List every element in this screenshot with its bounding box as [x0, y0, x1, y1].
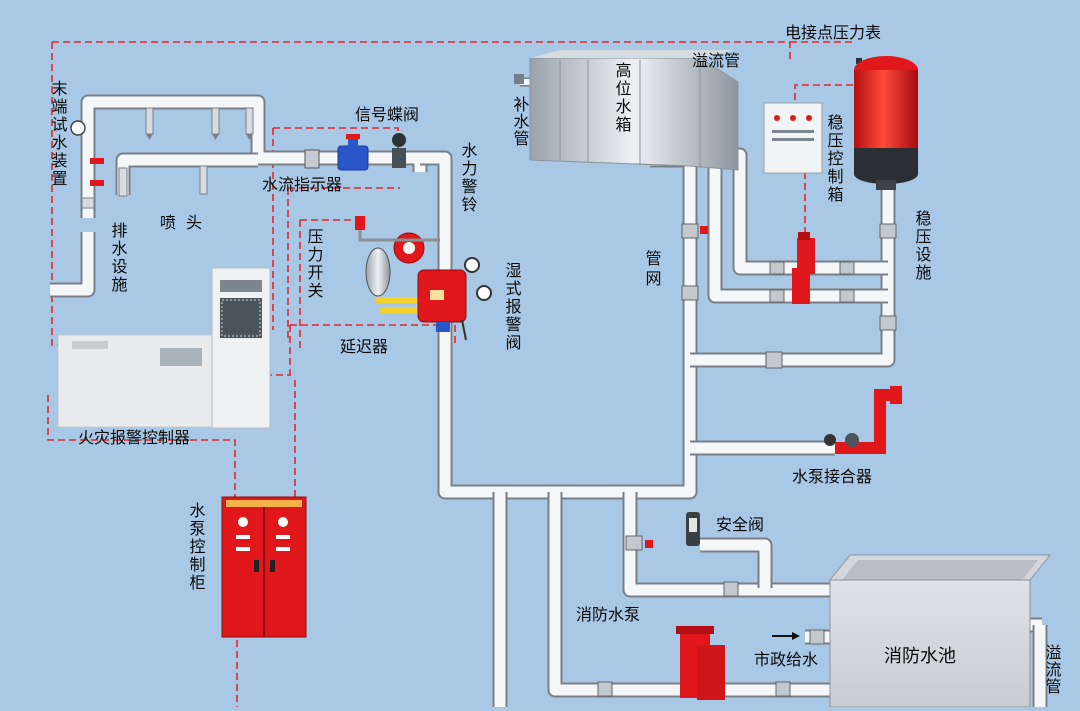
label-wet-alarm-valve: 湿式报警阀	[503, 262, 522, 352]
pressure-pumps	[792, 232, 815, 304]
label-pump-control-cabinet: 水泵控制柜	[187, 502, 206, 592]
label-drainage: 排水设施	[109, 222, 128, 294]
label-fire-alarm-controller: 火灾报警控制器	[78, 428, 190, 447]
label-pressure-control-box: 稳压控制箱	[825, 114, 844, 204]
safety-valve	[686, 512, 700, 546]
municipal-supply-arrow	[772, 632, 800, 640]
fire-pumps	[676, 626, 725, 700]
end-test-device	[70, 120, 104, 209]
label-signal-butterfly-valve: 信号蝶阀	[355, 105, 419, 124]
label-overflow-pipe-top: 溢流管	[692, 51, 740, 70]
label-end-test-device: 末端试水装置	[49, 80, 68, 188]
label-pressure-facility: 稳压设施	[913, 210, 932, 282]
label-pump-adapter: 水泵接合器	[792, 467, 872, 486]
valves	[597, 223, 897, 697]
pump-control-cabinet	[221, 496, 307, 638]
label-water-alarm-bell: 水力警铃	[459, 142, 478, 214]
text-labels: 末端试水装置 排水设施 喷头 水流指示器 信号蝶阀 水力警铃 压力开关 湿式报警…	[49, 23, 1062, 695]
label-pipe-network: 管网	[643, 250, 662, 290]
label-contact-pressure-gauge: 电接点压力表	[785, 23, 881, 42]
label-retard-chamber: 延迟器	[340, 337, 388, 356]
label-pressure-switch: 压力开关	[305, 228, 324, 300]
pump-adapter	[824, 386, 902, 454]
high-water-tank	[514, 50, 739, 171]
label-fire-pool: 消防水池	[884, 646, 956, 667]
label-municipal-supply: 市政给水	[754, 650, 818, 669]
label-safety-valve: 安全阀	[716, 515, 764, 534]
label-fire-pump: 消防水泵	[576, 605, 640, 624]
label-sprinkler: 喷头	[160, 213, 212, 232]
label-water-flow-indicator: 水流指示器	[262, 175, 342, 194]
fire-pool	[828, 554, 1052, 708]
fire-alarm-controller	[57, 267, 271, 429]
pressure-tank	[854, 56, 918, 190]
pipe-network	[50, 77, 1048, 707]
wet-alarm-valve-assembly	[355, 216, 492, 341]
label-overflow-pipe-bottom: 溢流管	[1043, 644, 1062, 695]
label-makeup-pipe: 补水管	[511, 96, 530, 147]
flow-indicator-and-valve	[304, 133, 406, 171]
label-high-tank: 高位水箱	[613, 62, 632, 134]
pressure-control-box	[763, 102, 823, 174]
sprinkler-heads	[118, 107, 254, 197]
